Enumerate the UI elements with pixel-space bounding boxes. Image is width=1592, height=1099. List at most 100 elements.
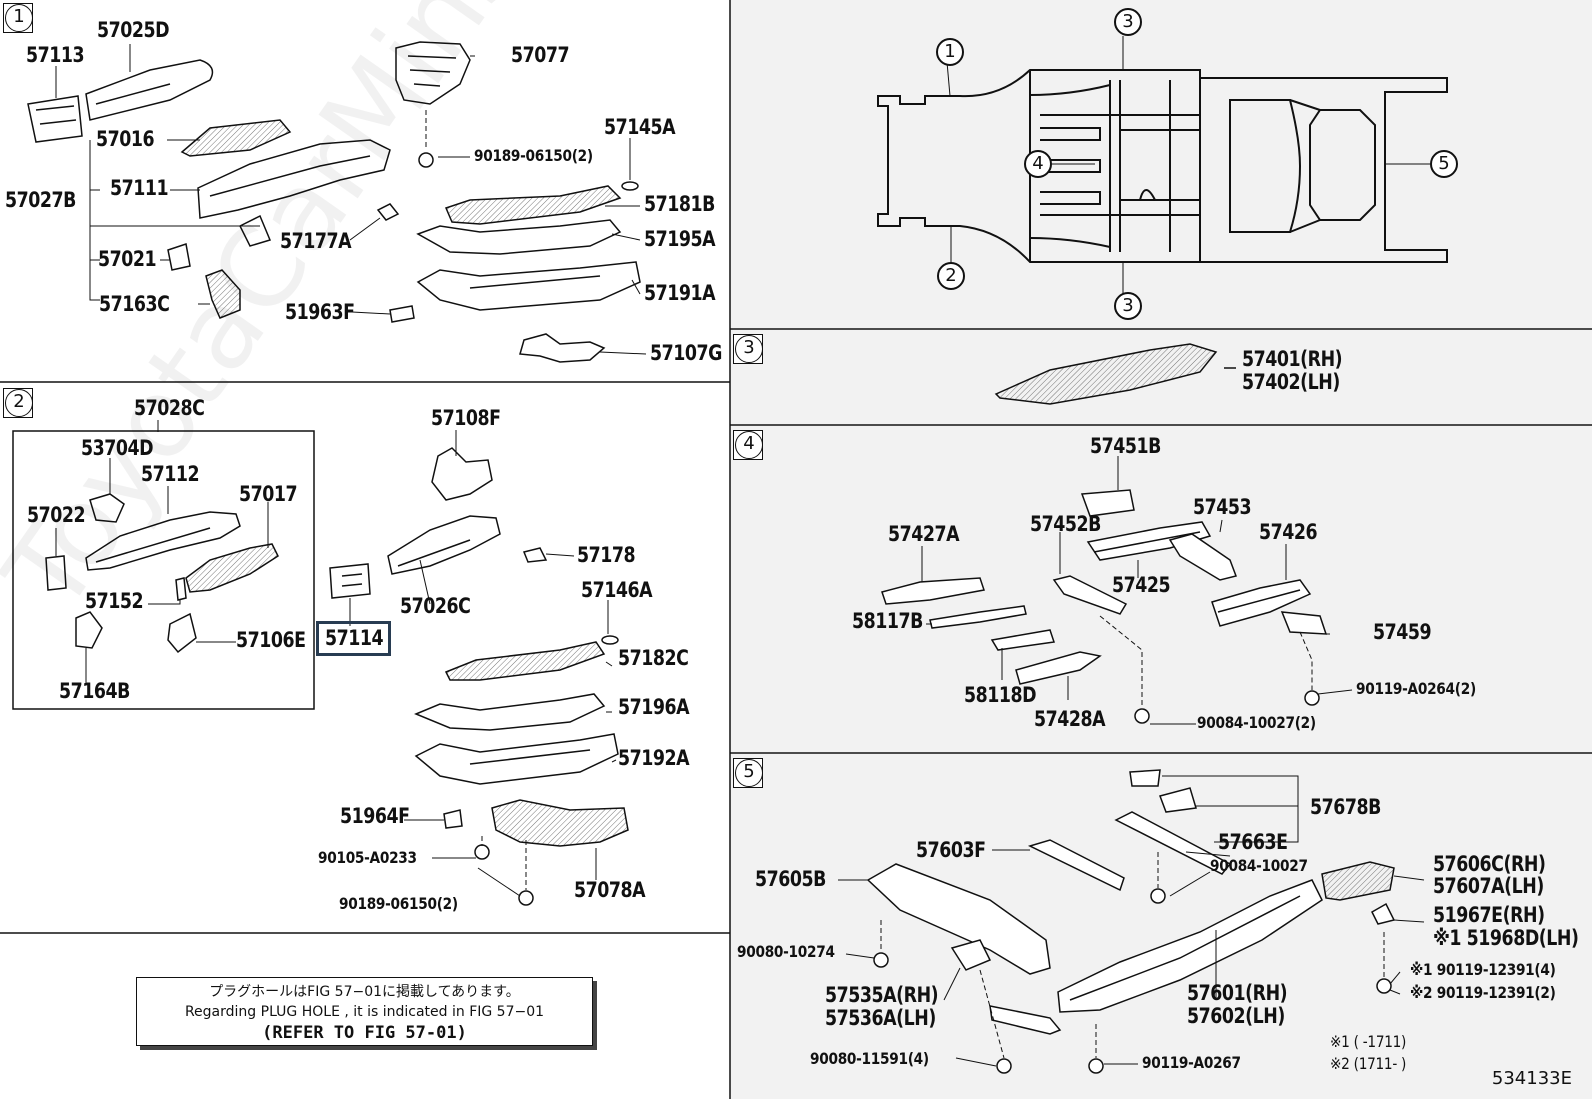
part-label[interactable]: 57181B <box>644 192 715 216</box>
part-label[interactable]: 57163C <box>99 292 170 316</box>
note-reference[interactable]: (REFER TO FIG 57-01) <box>262 1023 467 1043</box>
part-label[interactable]: 90080-11591(4) <box>810 1049 929 1068</box>
part-label[interactable]: 57402(LH) <box>1242 370 1340 394</box>
part-label[interactable]: 57021 <box>98 247 157 271</box>
part-label[interactable]: 57678B <box>1310 795 1381 819</box>
part-label[interactable]: 53704D <box>81 436 154 460</box>
part-label[interactable]: ※1 51968D(LH) <box>1433 926 1579 950</box>
part-label[interactable]: 90119-A0264(2) <box>1356 679 1476 698</box>
part-label[interactable]: 57602(LH) <box>1187 1004 1285 1028</box>
note-line-japanese: プラグホールはFIG 57−01に掲載してあります。 <box>209 984 520 1000</box>
panel-section-5 <box>730 754 1592 1099</box>
part-label[interactable]: 57026C <box>400 594 471 618</box>
part-label[interactable]: 57108F <box>431 406 501 430</box>
part-label[interactable]: 57077 <box>511 43 570 67</box>
part-label[interactable]: 57164B <box>59 679 130 703</box>
part-label[interactable]: 57025D <box>97 18 170 42</box>
part-label[interactable]: 57016 <box>96 127 155 151</box>
section-1-leaders <box>55 44 647 355</box>
part-label[interactable]: 57536A(LH) <box>825 1006 936 1030</box>
part-label[interactable]: 57425 <box>1112 573 1171 597</box>
part-label[interactable]: 90084-10027(2) <box>1197 713 1316 732</box>
part-label[interactable]: 90189-06150(2) <box>339 894 458 913</box>
part-label[interactable]: 58117B <box>852 609 923 633</box>
part-label[interactable]: 57426 <box>1259 520 1318 544</box>
part-label[interactable]: 57607A(LH) <box>1433 874 1544 898</box>
section-badge-1: 1 <box>3 3 33 33</box>
panel-section-4 <box>730 426 1592 752</box>
part-label[interactable]: 57028C <box>134 396 205 420</box>
part-label[interactable]: 57196A <box>618 695 690 719</box>
part-label[interactable]: 51964F <box>340 804 410 828</box>
part-label[interactable]: 57113 <box>26 43 85 67</box>
part-label[interactable]: 58118D <box>964 683 1037 707</box>
part-label[interactable]: 57603F <box>916 838 986 862</box>
note-line-english: Regarding PLUG HOLE , it is indicated in… <box>184 1004 545 1020</box>
part-label[interactable]: ※1 90119-12391(4) <box>1410 960 1556 979</box>
section-badge-2: 2 <box>3 388 33 418</box>
part-label-highlighted[interactable]: 57114 <box>325 626 384 650</box>
part-label[interactable]: 57017 <box>239 482 298 506</box>
part-label[interactable]: 57459 <box>1373 620 1432 644</box>
part-label[interactable]: 51963F <box>285 300 355 324</box>
section-3-parts <box>994 343 1236 405</box>
part-label[interactable]: 90105-A0233 <box>318 848 417 867</box>
part-label[interactable]: 57027B <box>5 188 76 212</box>
part-label[interactable]: 57182C <box>618 646 689 670</box>
overview-callout-3-bottom[interactable]: 3 <box>1114 292 1142 320</box>
overview-callout-1[interactable]: 1 <box>936 38 964 66</box>
overview-leader-lines <box>946 36 1430 296</box>
frame-overview-drawing <box>877 69 1448 263</box>
part-label[interactable]: 57111 <box>110 176 169 200</box>
part-label[interactable]: 57152 <box>85 589 144 613</box>
part-label[interactable]: 57452B <box>1030 512 1101 536</box>
part-label[interactable]: 90189-06150(2) <box>474 146 593 165</box>
part-label[interactable]: 57606C(RH) <box>1433 852 1546 876</box>
part-label[interactable]: 57401(RH) <box>1242 347 1343 371</box>
part-label[interactable]: 90080-10274 <box>737 942 835 961</box>
part-label[interactable]: 57451B <box>1090 434 1161 458</box>
part-label[interactable]: 90119-A0267 <box>1142 1053 1241 1072</box>
figure-id: 534133E <box>1491 1068 1572 1089</box>
section-badge-5: 5 <box>733 758 763 788</box>
section-badge-4: 4 <box>733 430 763 460</box>
overview-callout-4[interactable]: 4 <box>1024 150 1052 178</box>
part-label[interactable]: 57428A <box>1034 707 1106 731</box>
overview-callout-2[interactable]: 2 <box>937 262 965 290</box>
part-label[interactable]: 57106E <box>236 628 306 652</box>
section-2-parts <box>45 447 629 906</box>
part-label[interactable]: 57112 <box>141 462 200 486</box>
part-label[interactable]: 57192A <box>618 746 690 770</box>
part-label[interactable]: 57022 <box>27 503 86 527</box>
section-1-parts <box>27 41 641 363</box>
part-label[interactable]: 57191A <box>644 281 716 305</box>
section-4-parts <box>881 489 1328 724</box>
part-label[interactable]: 57601(RH) <box>1187 981 1288 1005</box>
part-label[interactable]: 57195A <box>644 227 716 251</box>
section-5-parts <box>866 769 1396 1074</box>
part-label[interactable]: 57663E <box>1218 830 1288 854</box>
part-label[interactable]: 57146A <box>581 578 653 602</box>
footnote-2: ※2 (1711- ) <box>1330 1054 1407 1073</box>
part-label[interactable]: 57107G <box>650 341 722 365</box>
part-label[interactable]: 57145A <box>604 115 676 139</box>
section-badge-3: 3 <box>733 334 763 364</box>
sub-assembly-box-57028C <box>12 430 315 710</box>
part-label[interactable]: 57427A <box>888 522 960 546</box>
part-label[interactable]: 51967E(RH) <box>1433 903 1545 927</box>
overview-callout-3-top[interactable]: 3 <box>1114 8 1142 36</box>
part-label[interactable]: 90084-10027 <box>1210 856 1308 875</box>
section-5-leaders <box>838 775 1425 1067</box>
part-label[interactable]: 57605B <box>755 867 826 891</box>
highlight-frame-57114 <box>316 621 391 656</box>
part-label[interactable]: 57453 <box>1193 495 1252 519</box>
panel-overview <box>730 0 1592 328</box>
part-label[interactable]: 57178 <box>577 543 636 567</box>
part-label[interactable]: 57078A <box>574 878 646 902</box>
part-label[interactable]: 57535A(RH) <box>825 983 939 1007</box>
part-label[interactable]: ※2 90119-12391(2) <box>1410 983 1556 1002</box>
part-label[interactable]: 57177A <box>280 229 352 253</box>
overview-callout-5[interactable]: 5 <box>1430 150 1458 178</box>
